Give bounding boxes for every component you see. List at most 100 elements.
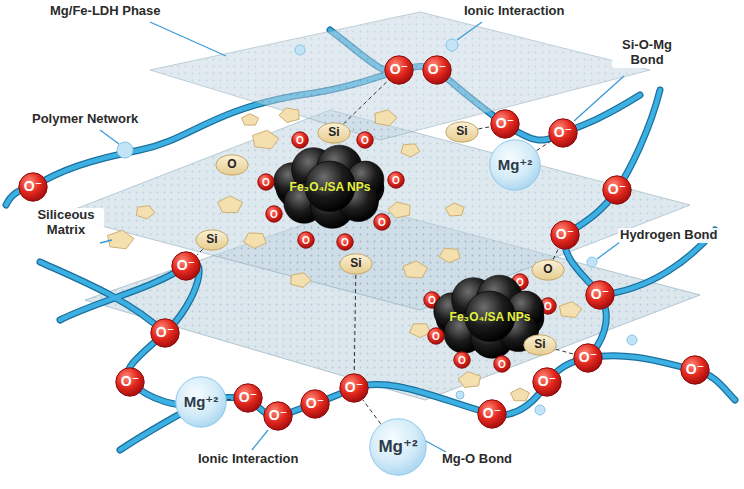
oxide-anion-body	[172, 252, 200, 280]
silica-plate	[445, 203, 464, 216]
atom-symbol: O	[262, 177, 270, 188]
silica-plate	[218, 196, 243, 213]
oxygen-atom: O	[493, 355, 511, 373]
oxide-anion-body	[301, 390, 329, 418]
oxide-anion: O⁻	[115, 367, 145, 397]
silicon-atom-body	[446, 122, 478, 142]
atom-symbol: O	[378, 217, 386, 228]
oxygen-atom-body	[532, 260, 564, 280]
oxide-anion-body	[340, 374, 368, 402]
oxygen-atom: O	[373, 213, 391, 231]
oxide-anion-body	[549, 119, 577, 147]
atom-symbol: O⁻	[177, 258, 195, 273]
oxide-anion-body	[681, 356, 709, 384]
atom-symbol: O	[296, 135, 304, 146]
silica-plate	[243, 233, 266, 249]
bond-line	[343, 80, 388, 123]
oxide-anion-body	[264, 402, 292, 430]
oxide-anion: O⁻	[548, 118, 578, 148]
atom-symbol: O⁻	[591, 287, 609, 302]
silicon-atom: Si	[445, 121, 479, 143]
silica-plate	[241, 114, 258, 125]
callout-label: Siliceous Matrix	[28, 208, 104, 238]
atom-symbol: O⁻	[538, 374, 556, 389]
oxygen-atom: O	[336, 233, 354, 251]
silica-plate	[291, 273, 311, 288]
oxide-anion-body	[478, 400, 506, 428]
atom-symbol: O⁻	[608, 182, 626, 197]
bond-line	[556, 349, 574, 354]
oxygen-atom-body	[216, 155, 248, 175]
atom-symbol: Si	[328, 126, 339, 139]
atom-symbol: Mg⁺²	[184, 394, 219, 411]
oxygen-atom-body	[357, 132, 373, 148]
oxide-anion: O⁻	[477, 399, 507, 429]
particle-label: Fe₃O₄/SA NPs	[290, 181, 371, 194]
atom-symbol: O	[432, 331, 440, 342]
atom-symbol: O	[392, 175, 400, 186]
oxide-anion: O⁻	[171, 251, 201, 281]
atom-symbol: O⁻	[345, 380, 363, 395]
callout-label: Ionic Interaction	[196, 452, 300, 467]
oxygen-atom: O	[356, 131, 374, 149]
oxygen-atom-body	[388, 172, 404, 188]
atom-symbol: Si	[206, 233, 217, 246]
callout-label: Polymer Network	[30, 112, 140, 127]
atom-symbol: Mg⁺²	[378, 438, 417, 457]
atom-symbol: O	[341, 237, 349, 248]
atom-symbol: O⁻	[483, 406, 501, 421]
oxide-anion: O⁻	[490, 109, 520, 139]
atom-symbol: O⁻	[496, 116, 514, 131]
silica-plate	[136, 206, 155, 219]
oxide-anion: O⁻	[384, 55, 414, 85]
magnesium-ion-body	[370, 419, 426, 475]
silica-plate	[559, 302, 582, 318]
atom-symbol: O⁻	[121, 374, 139, 389]
oxide-anion: O⁻	[573, 343, 603, 373]
silica-plate	[458, 372, 481, 388]
silicon-atom: Si	[195, 229, 229, 251]
atom-symbol: O⁻	[269, 408, 287, 423]
silicon-atom: Si	[317, 122, 351, 144]
oxygen-atom: O	[297, 231, 315, 249]
ldh-sheet	[150, 12, 650, 140]
siliceous-matrix	[108, 108, 582, 401]
silicon-atom-body	[318, 123, 350, 143]
bond-line	[197, 249, 203, 255]
atom-symbol: Mg⁺²	[498, 157, 533, 174]
hydrogen-bond-beads	[117, 39, 637, 415]
oxide-anion-body	[151, 319, 179, 347]
oxygen-atom: O	[453, 351, 471, 369]
oxide-anion: O⁻	[680, 355, 710, 385]
particle-label: Fe₃O₄/SA NPs	[450, 311, 531, 324]
atom-symbol: O	[361, 135, 369, 146]
magnesium-ion-body	[490, 140, 540, 190]
callout-label: Si-O-Mg Bond	[612, 38, 682, 68]
oxide-anion-body	[551, 221, 579, 249]
oxide-anion: O⁻	[532, 367, 562, 397]
oxide-anion: O⁻	[18, 172, 48, 202]
atom-symbol: O⁻	[390, 62, 408, 77]
atom-symbol: Si	[456, 125, 467, 138]
atom-symbol: O	[227, 158, 236, 171]
silica-plate	[279, 108, 299, 123]
oxide-anion: O⁻	[585, 280, 615, 310]
silicon-atom: Si	[339, 253, 373, 275]
oxide-anion-body	[574, 344, 602, 372]
magnesium-ion: Mg⁺²	[489, 139, 541, 191]
silica-plate	[253, 130, 279, 149]
bond-line	[553, 248, 558, 259]
silica-plate	[375, 110, 397, 126]
oxide-anion-body	[385, 56, 413, 84]
bond-line	[227, 399, 233, 401]
oxide-anion: O⁻	[602, 175, 632, 205]
oxygen-atom: O	[257, 173, 275, 191]
oxygen-atom-body	[337, 234, 353, 250]
oxygen-atom: O	[427, 327, 445, 345]
oxide-anion: O⁻	[263, 401, 293, 431]
bond-line	[363, 400, 381, 424]
oxygen-atom-body	[298, 232, 314, 248]
callout-label: Mg-O Bond	[440, 452, 514, 467]
